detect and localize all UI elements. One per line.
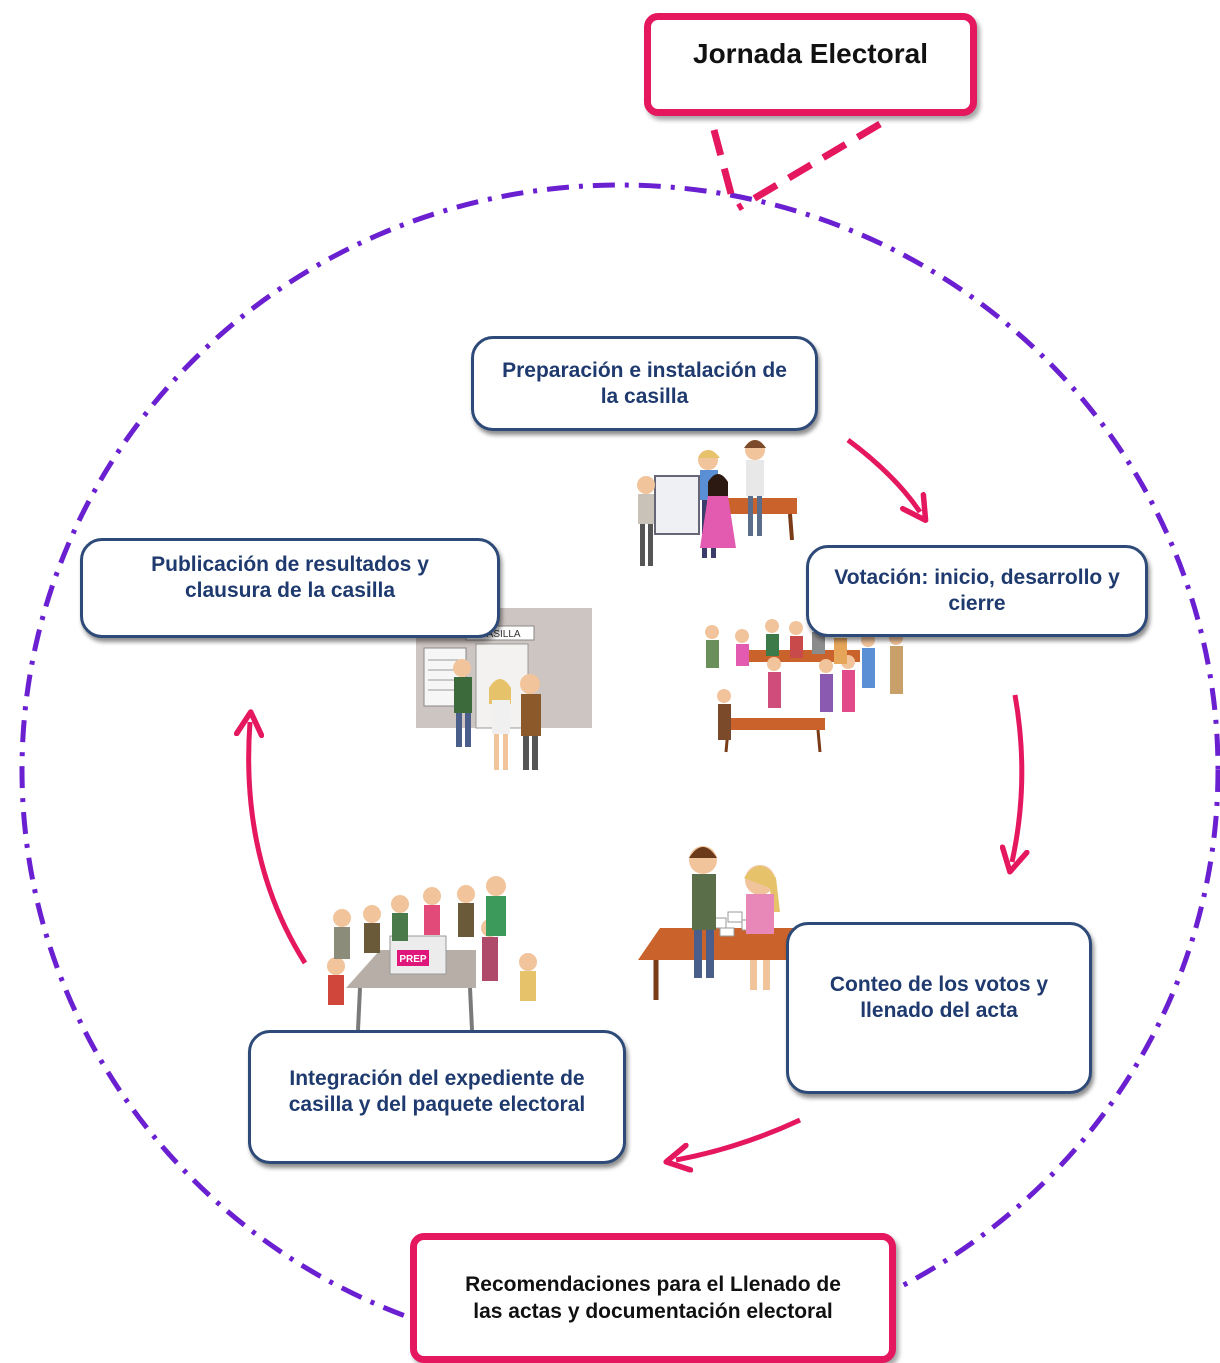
illustration-integration: PREP — [327, 876, 537, 1031]
step-voting: Votación: inicio, desarrollo y cierre — [806, 545, 1148, 637]
step-publication: Publicación de resultados y clausura de … — [80, 538, 500, 638]
step-preparation-label: Preparación e instalación de la casilla — [502, 358, 787, 408]
arrow-count-to-integration — [676, 1117, 802, 1160]
person — [520, 674, 541, 770]
step-preparation: Preparación e instalación de la casilla — [471, 336, 818, 431]
step-counting-label: Conteo de los votos y llenado del acta — [829, 973, 1049, 1022]
person — [744, 440, 766, 536]
person — [489, 679, 511, 770]
arrow-integration-to-publication — [249, 722, 308, 965]
person — [453, 659, 472, 747]
arrow-prep-to-vote — [846, 437, 920, 512]
casilla-sign: CASILLA — [479, 629, 520, 640]
prep-box-label: PREP — [399, 954, 427, 965]
step-publication-label: Publicación de resultados y clausura de … — [151, 553, 429, 602]
person — [689, 846, 717, 978]
illustration-counting — [638, 846, 812, 1000]
footer-title: Recomendaciones para el Llenado de las a… — [465, 1272, 841, 1323]
header-connector — [710, 120, 882, 212]
step-counting: Conteo de los votos y llenado del acta — [786, 922, 1092, 1094]
person — [700, 474, 736, 548]
illustration-preparation — [637, 440, 797, 566]
illustration-voting — [705, 617, 903, 753]
step-integration-label: Integración del expediente de casilla y … — [288, 1067, 586, 1116]
step-integration: Integración del expediente de casilla y … — [248, 1030, 626, 1164]
arrow-vote-to-count — [1012, 694, 1022, 862]
person — [744, 865, 780, 990]
person — [637, 476, 655, 566]
footer-box: Recomendaciones para el Llenado de las a… — [410, 1233, 896, 1363]
illustration-publication: CASILLA — [416, 608, 592, 770]
header-box: Jornada Electoral — [644, 13, 977, 116]
header-title: Jornada Electoral — [693, 37, 928, 69]
step-voting-label: Votación: inicio, desarrollo y cierre — [834, 566, 1120, 615]
